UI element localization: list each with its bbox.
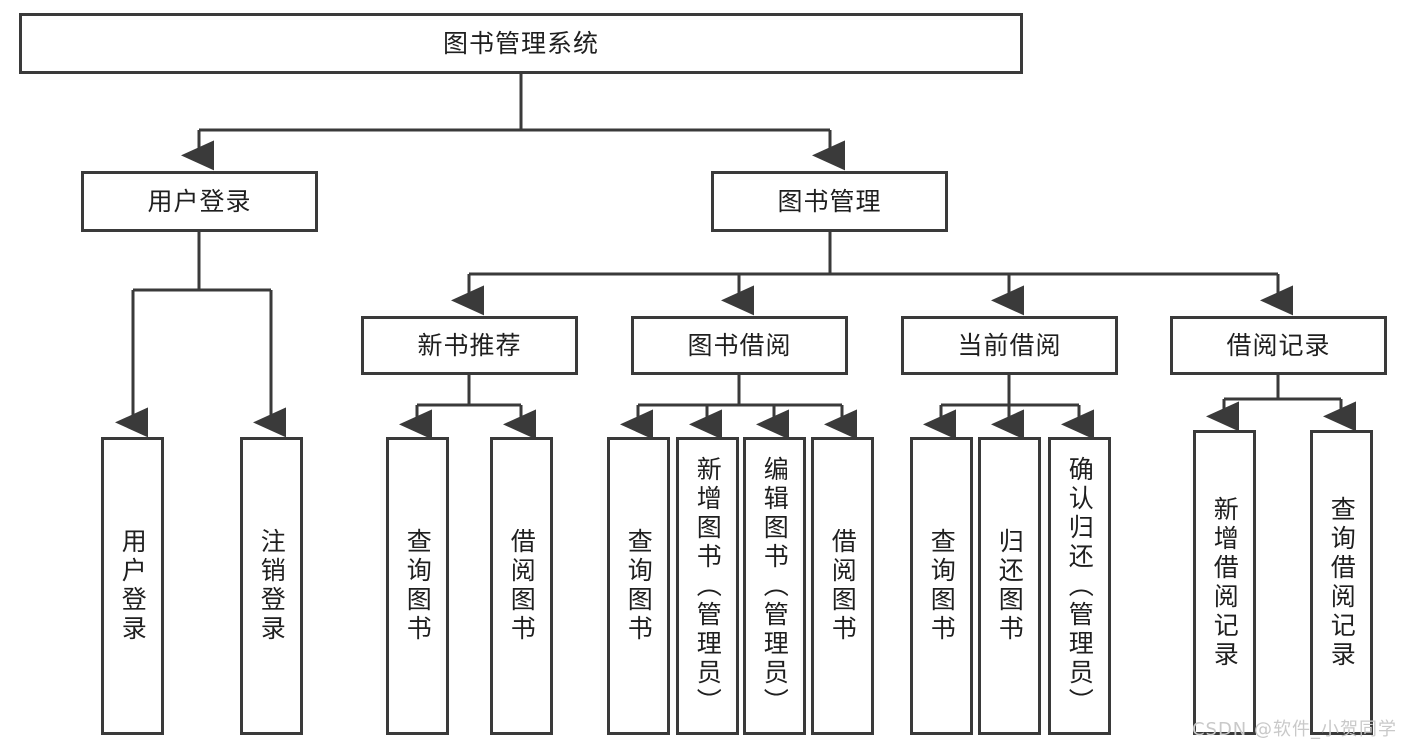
node-user-login[interactable]: 用户登录 [81, 171, 318, 232]
leaf-query-book-borrow-label: 查询图书 [624, 528, 654, 644]
leaf-query-book-recommend[interactable]: 查询图书 [386, 437, 449, 735]
node-borrow-record-label: 借阅记录 [1226, 330, 1331, 360]
leaf-confirm-return[interactable]: 确认归还（管理员） [1048, 437, 1111, 735]
node-current-borrow[interactable]: 当前借阅 [901, 316, 1118, 375]
leaf-logout[interactable]: 注销登录 [240, 437, 303, 735]
node-new-book-recommend-label: 新书推荐 [417, 330, 522, 360]
leaf-user-login-label: 用户登录 [118, 528, 148, 644]
leaf-edit-book-label: 编辑图书（管理员） [760, 455, 790, 717]
leaf-query-book-recommend-label: 查询图书 [403, 528, 433, 644]
leaf-add-book-label: 新增图书（管理员） [693, 455, 723, 717]
leaf-query-borrow-record[interactable]: 查询借阅记录 [1310, 430, 1373, 735]
node-book-manage[interactable]: 图书管理 [711, 171, 948, 232]
leaf-borrow-book[interactable]: 借阅图书 [811, 437, 874, 735]
leaf-confirm-return-label: 确认归还（管理员） [1065, 455, 1095, 717]
leaf-query-borrow-record-label: 查询借阅记录 [1327, 495, 1357, 670]
leaf-return-book[interactable]: 归还图书 [978, 437, 1041, 735]
leaf-edit-book[interactable]: 编辑图书（管理员） [743, 437, 806, 735]
leaf-query-book-current[interactable]: 查询图书 [910, 437, 973, 735]
leaf-borrow-book-recommend[interactable]: 借阅图书 [490, 437, 553, 735]
leaf-logout-label: 注销登录 [257, 528, 287, 644]
leaf-query-book-borrow[interactable]: 查询图书 [607, 437, 670, 735]
leaf-add-borrow-record[interactable]: 新增借阅记录 [1193, 430, 1256, 735]
csdn-watermark: CSDN @软件_小贺同学 [1191, 719, 1397, 740]
leaf-borrow-book-label: 借阅图书 [828, 528, 858, 644]
node-book-manage-label: 图书管理 [777, 186, 882, 216]
leaf-add-borrow-record-label: 新增借阅记录 [1210, 495, 1240, 670]
leaf-user-login[interactable]: 用户登录 [101, 437, 164, 735]
node-borrow-record[interactable]: 借阅记录 [1170, 316, 1387, 375]
node-book-borrow[interactable]: 图书借阅 [631, 316, 848, 375]
leaf-query-book-current-label: 查询图书 [927, 528, 957, 644]
leaf-add-book[interactable]: 新增图书（管理员） [676, 437, 739, 735]
node-root[interactable]: 图书管理系统 [19, 13, 1023, 74]
node-current-borrow-label: 当前借阅 [957, 330, 1062, 360]
node-book-borrow-label: 图书借阅 [687, 330, 792, 360]
leaf-borrow-book-recommend-label: 借阅图书 [507, 528, 537, 644]
node-user-login-label: 用户登录 [147, 186, 252, 216]
node-new-book-recommend[interactable]: 新书推荐 [361, 316, 578, 375]
leaf-return-book-label: 归还图书 [995, 528, 1025, 644]
node-root-label: 图书管理系统 [442, 28, 599, 58]
